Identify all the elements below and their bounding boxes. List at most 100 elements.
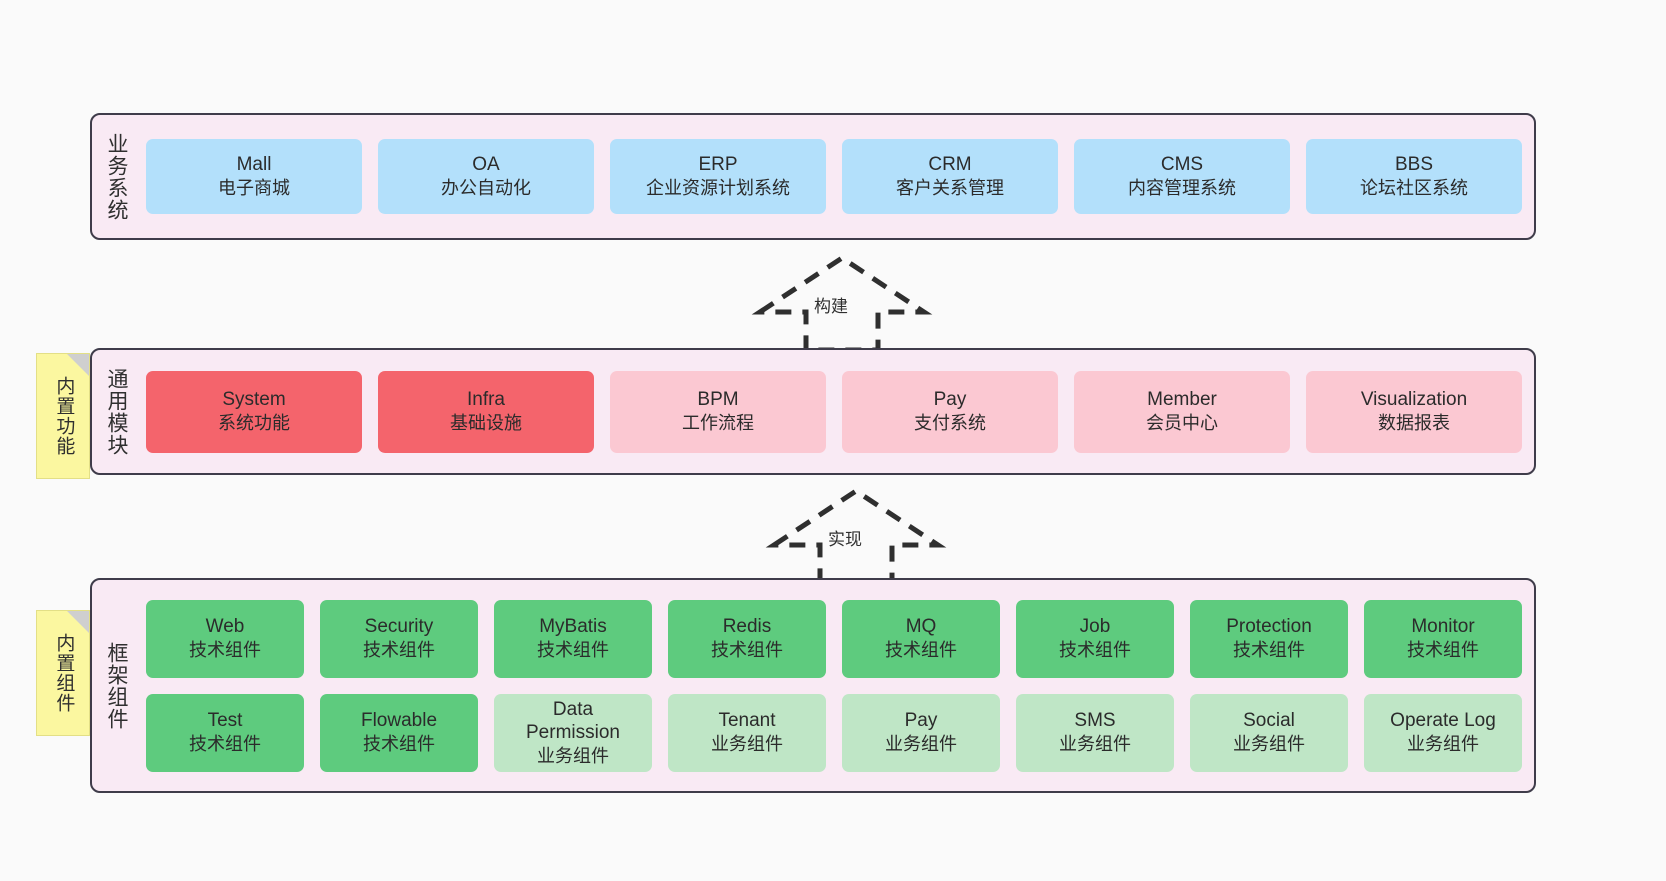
card-monitor-sub: 技术组件 — [1407, 640, 1479, 661]
card-security[interactable]: Security 技术组件 — [320, 599, 478, 678]
card-operate-log-name: Operate Log — [1390, 710, 1496, 732]
layer-common-module-body: System 系统功能 Infra 基础设施 BPM 工作流程 Pay 支付系统… — [140, 350, 1534, 473]
card-tenant[interactable]: Tenant 业务组件 — [668, 693, 826, 772]
card-data-permission[interactable]: Data Permission 业务组件 — [494, 693, 652, 772]
layer-framework-component-title: 框架组件 — [104, 641, 128, 730]
card-mq-sub: 技术组件 — [885, 640, 957, 661]
card-flowable-name: Flowable — [360, 710, 438, 732]
card-mall-sub: 电子商城 — [218, 178, 290, 199]
note-fold-corner-icon — [67, 354, 89, 376]
layer-common-module-title: 通用模块 — [104, 367, 128, 456]
card-bbs[interactable]: BBS 论坛社区系统 — [1306, 139, 1522, 214]
card-mq[interactable]: MQ 技术组件 — [842, 599, 1000, 678]
note-built-in-functions-label: 内置功能 — [53, 376, 75, 456]
card-visualization[interactable]: Visualization 数据报表 — [1306, 370, 1522, 453]
card-oa-sub: 办公自动化 — [441, 178, 531, 199]
card-pay-module[interactable]: Pay 支付系统 — [842, 370, 1058, 453]
card-oa[interactable]: OA 办公自动化 — [378, 139, 594, 214]
card-pay-component[interactable]: Pay 业务组件 — [842, 693, 1000, 772]
card-protection-name: Protection — [1226, 616, 1312, 638]
card-job-sub: 技术组件 — [1059, 640, 1131, 661]
card-erp[interactable]: ERP 企业资源计划系统 — [610, 139, 826, 214]
card-redis[interactable]: Redis 技术组件 — [668, 599, 826, 678]
card-tenant-name: Tenant — [718, 710, 776, 732]
arrow-build: 构建 — [751, 255, 933, 353]
arrow-build-shape — [751, 255, 933, 353]
business-card-row: Mall 电子商城 OA 办公自动化 ERP 企业资源计划系统 CRM 客户关系… — [146, 139, 1522, 214]
layer-business-system: 业务系统 Mall 电子商城 OA 办公自动化 ERP 企业资源计划系统 CRM… — [90, 113, 1536, 240]
layer-common-module: 通用模块 System 系统功能 Infra 基础设施 BPM 工作流程 Pay… — [90, 348, 1536, 475]
card-protection[interactable]: Protection 技术组件 — [1190, 599, 1348, 678]
note-fold-corner-icon — [67, 611, 89, 633]
card-data-permission-name: Data Permission — [526, 698, 620, 744]
arrow-implement: 实现 — [765, 488, 947, 586]
card-sms[interactable]: SMS 业务组件 — [1016, 693, 1174, 772]
note-built-in-functions: 内置功能 — [36, 353, 90, 479]
card-pay-component-sub: 业务组件 — [885, 734, 957, 755]
card-member[interactable]: Member 会员中心 — [1074, 370, 1290, 453]
card-member-name: Member — [1147, 389, 1217, 411]
card-mq-name: MQ — [905, 616, 937, 638]
card-sms-name: SMS — [1074, 710, 1116, 732]
card-test-sub: 技术组件 — [189, 734, 261, 755]
card-mybatis-sub: 技术组件 — [537, 640, 609, 661]
arrow-implement-shape — [765, 488, 947, 586]
framework-biz-row: Test 技术组件 Flowable 技术组件 Data Permission … — [146, 693, 1522, 772]
card-tenant-sub: 业务组件 — [711, 734, 783, 755]
card-mybatis[interactable]: MyBatis 技术组件 — [494, 599, 652, 678]
card-test-name: Test — [207, 710, 243, 732]
card-erp-sub: 企业资源计划系统 — [646, 178, 790, 199]
card-infra[interactable]: Infra 基础设施 — [378, 370, 594, 453]
card-job[interactable]: Job 技术组件 — [1016, 599, 1174, 678]
card-flowable-sub: 技术组件 — [363, 734, 435, 755]
card-system[interactable]: System 系统功能 — [146, 370, 362, 453]
card-monitor[interactable]: Monitor 技术组件 — [1364, 599, 1522, 678]
arrow-implement-label: 实现 — [828, 530, 862, 549]
card-social[interactable]: Social 业务组件 — [1190, 693, 1348, 772]
card-cms-sub: 内容管理系统 — [1128, 178, 1236, 199]
card-mybatis-name: MyBatis — [539, 616, 607, 638]
card-crm-name: CRM — [928, 154, 972, 176]
card-pay-module-sub: 支付系统 — [914, 413, 986, 434]
card-bpm[interactable]: BPM 工作流程 — [610, 370, 826, 453]
layer-business-system-body: Mall 电子商城 OA 办公自动化 ERP 企业资源计划系统 CRM 客户关系… — [140, 115, 1534, 238]
card-social-name: Social — [1243, 710, 1295, 732]
card-operate-log[interactable]: Operate Log 业务组件 — [1364, 693, 1522, 772]
card-test[interactable]: Test 技术组件 — [146, 693, 304, 772]
card-member-sub: 会员中心 — [1146, 413, 1218, 434]
card-security-sub: 技术组件 — [363, 640, 435, 661]
card-infra-name: Infra — [466, 389, 506, 411]
card-visualization-sub: 数据报表 — [1378, 413, 1450, 434]
card-redis-sub: 技术组件 — [711, 640, 783, 661]
note-built-in-components: 内置组件 — [36, 610, 90, 736]
card-visualization-name: Visualization — [1360, 389, 1468, 411]
card-cms-name: CMS — [1160, 154, 1204, 176]
card-data-permission-sub: 业务组件 — [537, 746, 609, 766]
card-web-sub: 技术组件 — [189, 640, 261, 661]
card-cms[interactable]: CMS 内容管理系统 — [1074, 139, 1290, 214]
card-pay-module-name: Pay — [933, 389, 967, 411]
framework-tech-row: Web 技术组件 Security 技术组件 MyBatis 技术组件 Redi… — [146, 599, 1522, 678]
card-bpm-sub: 工作流程 — [682, 413, 754, 434]
card-infra-sub: 基础设施 — [450, 413, 522, 434]
layer-framework-component: 框架组件 Web 技术组件 Security 技术组件 MyBatis 技术组件… — [90, 578, 1536, 793]
card-oa-name: OA — [472, 154, 500, 176]
card-security-name: Security — [364, 616, 434, 638]
common-card-row: System 系统功能 Infra 基础设施 BPM 工作流程 Pay 支付系统… — [146, 370, 1522, 453]
layer-framework-component-body: Web 技术组件 Security 技术组件 MyBatis 技术组件 Redi… — [140, 580, 1534, 791]
card-system-name: System — [222, 389, 286, 411]
card-web-name: Web — [205, 616, 245, 638]
arrow-build-label: 构建 — [814, 297, 848, 316]
card-mall-name: Mall — [236, 154, 272, 176]
card-redis-name: Redis — [722, 616, 772, 638]
card-web[interactable]: Web 技术组件 — [146, 599, 304, 678]
card-crm[interactable]: CRM 客户关系管理 — [842, 139, 1058, 214]
card-mall[interactable]: Mall 电子商城 — [146, 139, 362, 214]
card-bbs-sub: 论坛社区系统 — [1360, 178, 1468, 199]
card-flowable[interactable]: Flowable 技术组件 — [320, 693, 478, 772]
card-bpm-name: BPM — [697, 389, 739, 411]
card-system-sub: 系统功能 — [218, 413, 290, 434]
layer-business-system-title: 业务系统 — [104, 132, 128, 221]
card-crm-sub: 客户关系管理 — [896, 178, 1004, 199]
